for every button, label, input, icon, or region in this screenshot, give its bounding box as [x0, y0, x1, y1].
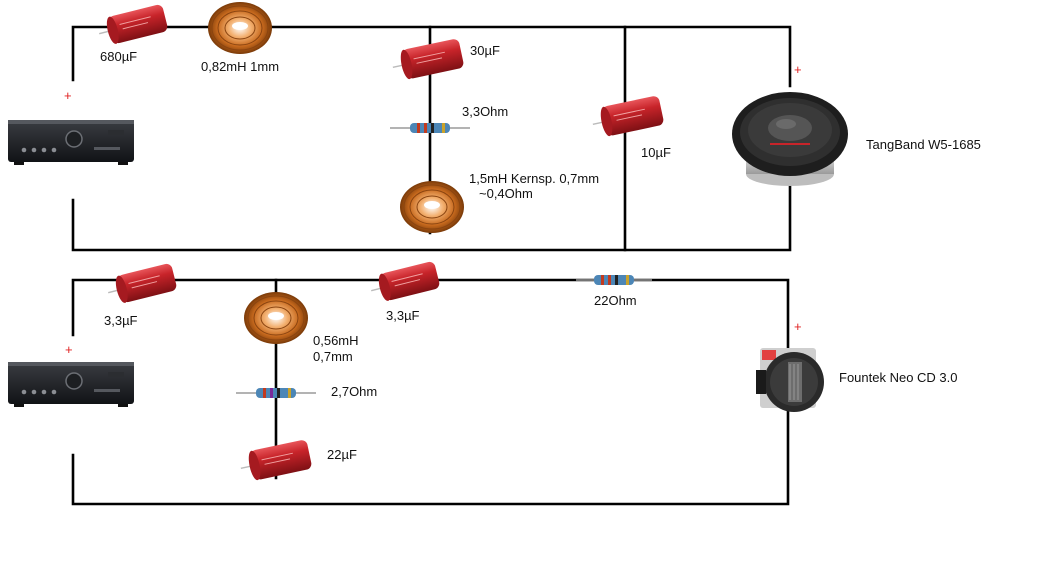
woofer-speaker: [732, 92, 848, 186]
capacitor-680uf: [99, 4, 168, 44]
label-0-56mh-line1: 0,56mH: [313, 333, 359, 348]
label-3-3uf-first: 3,3µF: [104, 313, 138, 328]
amp-bottom-plus-marker: +: [65, 342, 73, 357]
label-3-3uf-second: 3,3µF: [386, 308, 420, 323]
capacitor-3-3uf-first: [108, 263, 177, 303]
capacitor-10uf: [592, 96, 664, 137]
woofer-plus-marker: +: [794, 62, 802, 77]
label-1-5mh-line2: ~0,4Ohm: [479, 186, 533, 201]
amp-top-plus-marker: +: [64, 88, 72, 103]
label-3-3ohm: 3,3Ohm: [462, 104, 509, 119]
amplifier-top: [8, 120, 134, 165]
tweeter-circuit-wires: [71, 278, 790, 506]
inductor-1-5mh: [400, 181, 464, 233]
resistor-3-3ohm: [390, 123, 470, 133]
inductor-0-56mh: [244, 292, 308, 344]
capacitor-3-3uf-second: [371, 261, 440, 301]
inductor-0-82mh: [208, 2, 272, 54]
label-10uf: 10µF: [641, 145, 671, 160]
label-1-5mh-line1: 1,5mH Kernsp. 0,7mm: [469, 171, 600, 186]
label-30uf: 30µF: [470, 43, 500, 58]
resistor-2-7ohm: [236, 388, 316, 398]
label-2-7ohm: 2,7Ohm: [331, 384, 378, 399]
label-tweeter: Fountek Neo CD 3.0: [839, 370, 958, 385]
label-0-82mh: 0,82mH 1mm: [201, 59, 280, 74]
tweeter-speaker: [756, 348, 824, 412]
amplifier-bottom: [8, 362, 134, 407]
capacitor-30uf: [392, 39, 464, 80]
tweeter-plus-marker: +: [794, 319, 802, 334]
resistor-22ohm: [576, 275, 652, 285]
label-0-56mh-line2: 0,7mm: [313, 349, 353, 364]
label-22ohm: 22Ohm: [594, 293, 637, 308]
label-woofer: TangBand W5-1685: [866, 137, 981, 152]
label-22uf: 22µF: [327, 447, 357, 462]
label-680uf: 680µF: [100, 49, 138, 64]
capacitor-22uf: [240, 440, 312, 481]
